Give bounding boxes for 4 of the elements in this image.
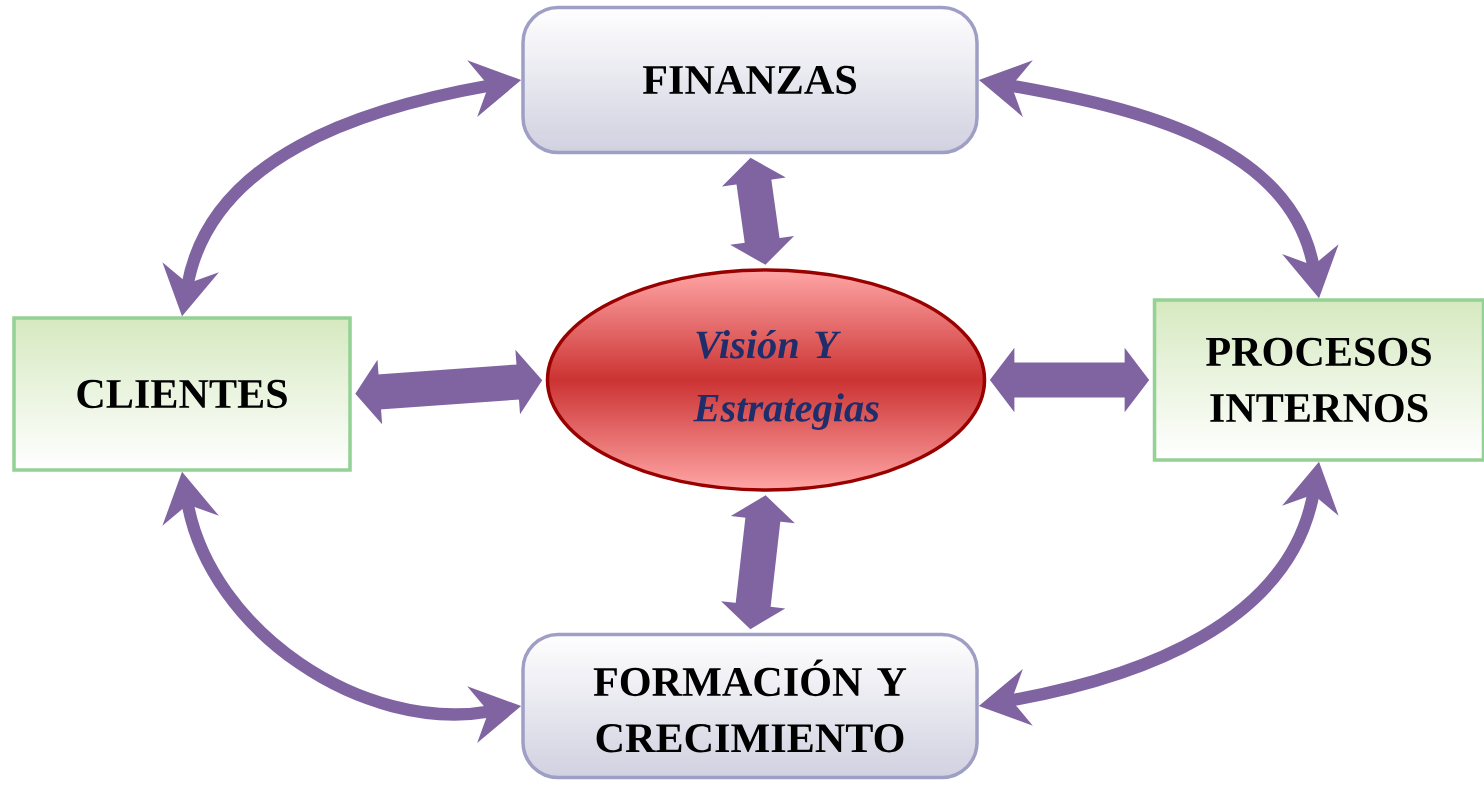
document-box: CLIENTES [12, 316, 352, 472]
document-box: PROCESOS INTERNOS [1152, 298, 1484, 462]
rounded-box: FORMACIÓN Y CRECIMIENTO [521, 632, 979, 780]
rounded-box: FINANZAS [521, 5, 979, 155]
